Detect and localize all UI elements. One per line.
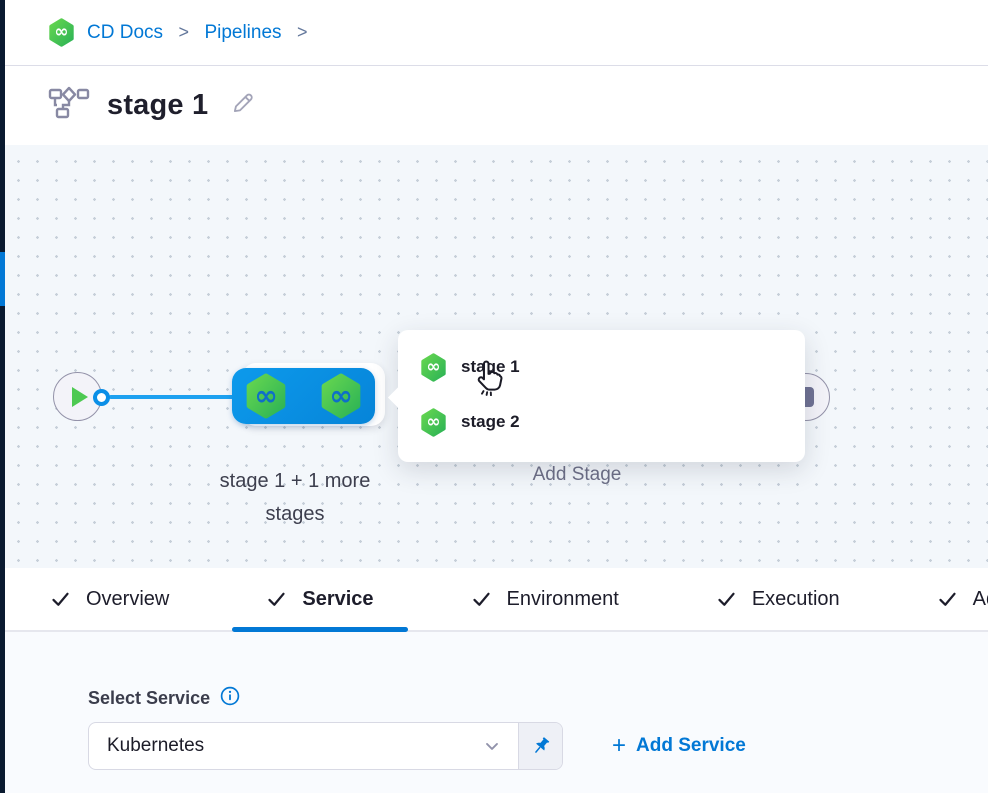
stage-group-label: stage 1 + 1 more stages xyxy=(219,470,371,525)
service-tab-content: Select Service Kubernetes xyxy=(0,632,988,793)
service-select-value: Kubernetes xyxy=(107,735,205,756)
tab-environment[interactable]: Environment xyxy=(471,568,619,630)
stage-cd-icon: ∞ xyxy=(245,373,287,419)
add-stage-label[interactable]: Add Stage xyxy=(532,464,622,485)
play-icon xyxy=(72,386,88,407)
harness-logo-icon: ∞ xyxy=(48,18,75,47)
tab-label: Advanced xyxy=(972,587,988,610)
tab-execution[interactable]: Execution xyxy=(716,568,840,630)
tab-overview[interactable]: Overview xyxy=(50,568,169,630)
add-service-button[interactable]: + Add Service xyxy=(612,722,746,770)
tab-label: Environment xyxy=(506,587,619,610)
check-icon xyxy=(939,592,956,606)
popup-item-stage-2[interactable]: ∞ stage 2 xyxy=(420,400,805,444)
service-select-group: Kubernetes xyxy=(88,722,563,770)
select-service-label: Select Service xyxy=(88,688,211,708)
infinity-glyph: ∞ xyxy=(426,356,441,377)
stage-config-tabbar: Overview Service Environment Execution A… xyxy=(0,568,988,632)
breadcrumb-bar: ∞ CD Docs > Pipelines > xyxy=(0,0,988,66)
sidebar-active-indicator xyxy=(0,252,5,306)
breadcrumb-separator: > xyxy=(178,21,189,42)
service-select[interactable]: Kubernetes xyxy=(89,723,518,769)
popup-item-stage-1[interactable]: ∞ stage 1 xyxy=(420,345,805,389)
stage-cd-icon: ∞ xyxy=(420,407,447,437)
add-service-label: Add Service xyxy=(636,735,746,756)
breadcrumb: CD Docs > Pipelines > xyxy=(87,22,319,44)
select-service-label-row: Select Service xyxy=(88,686,240,711)
check-icon xyxy=(718,592,735,606)
infinity-glyph: ∞ xyxy=(329,379,353,412)
breadcrumb-pipelines-link[interactable]: Pipelines xyxy=(204,21,282,43)
collapsed-sidebar-rail[interactable] xyxy=(0,0,5,793)
stage-cd-icon: ∞ xyxy=(420,352,447,382)
plus-icon: + xyxy=(612,732,627,759)
tab-service[interactable]: Service xyxy=(232,568,408,632)
tab-label: Overview xyxy=(86,587,170,610)
breadcrumb-project-link[interactable]: CD Docs xyxy=(87,21,164,43)
popup-item-label: stage 2 xyxy=(461,412,520,431)
stage-group-node[interactable]: ∞ ∞ xyxy=(232,368,375,424)
connector-port-dot xyxy=(93,389,110,406)
pin-service-button[interactable] xyxy=(518,723,562,769)
tab-label: Execution xyxy=(751,587,840,610)
breadcrumb-separator: > xyxy=(297,21,308,42)
pipeline-title-bar: stage 1 xyxy=(0,66,988,145)
edit-pipeline-name-icon[interactable] xyxy=(230,90,256,121)
info-icon[interactable] xyxy=(220,686,240,711)
pipeline-canvas[interactable]: ∞ ∞ stage 1 + 1 more stages Add Stage xyxy=(0,145,988,568)
pipeline-connector-line xyxy=(109,395,235,399)
tab-advanced[interactable]: Advanced xyxy=(937,568,988,630)
check-icon xyxy=(52,592,69,606)
stage-list-popup: ∞ stage 1 ∞ stage 2 xyxy=(398,330,805,462)
check-icon xyxy=(268,592,285,606)
infinity-glyph: ∞ xyxy=(254,379,278,412)
infinity-glyph: ∞ xyxy=(426,411,441,432)
pushpin-icon xyxy=(534,737,549,753)
tab-label: Service xyxy=(302,587,374,610)
chevron-down-icon xyxy=(486,743,498,750)
stage-cd-icon: ∞ xyxy=(320,373,362,419)
pipeline-icon xyxy=(48,86,90,125)
infinity-glyph: ∞ xyxy=(54,22,69,42)
page-title: stage 1 xyxy=(107,89,209,121)
check-icon xyxy=(472,592,490,606)
active-tab-underline xyxy=(232,627,408,632)
popup-item-label: stage 1 xyxy=(461,357,520,376)
